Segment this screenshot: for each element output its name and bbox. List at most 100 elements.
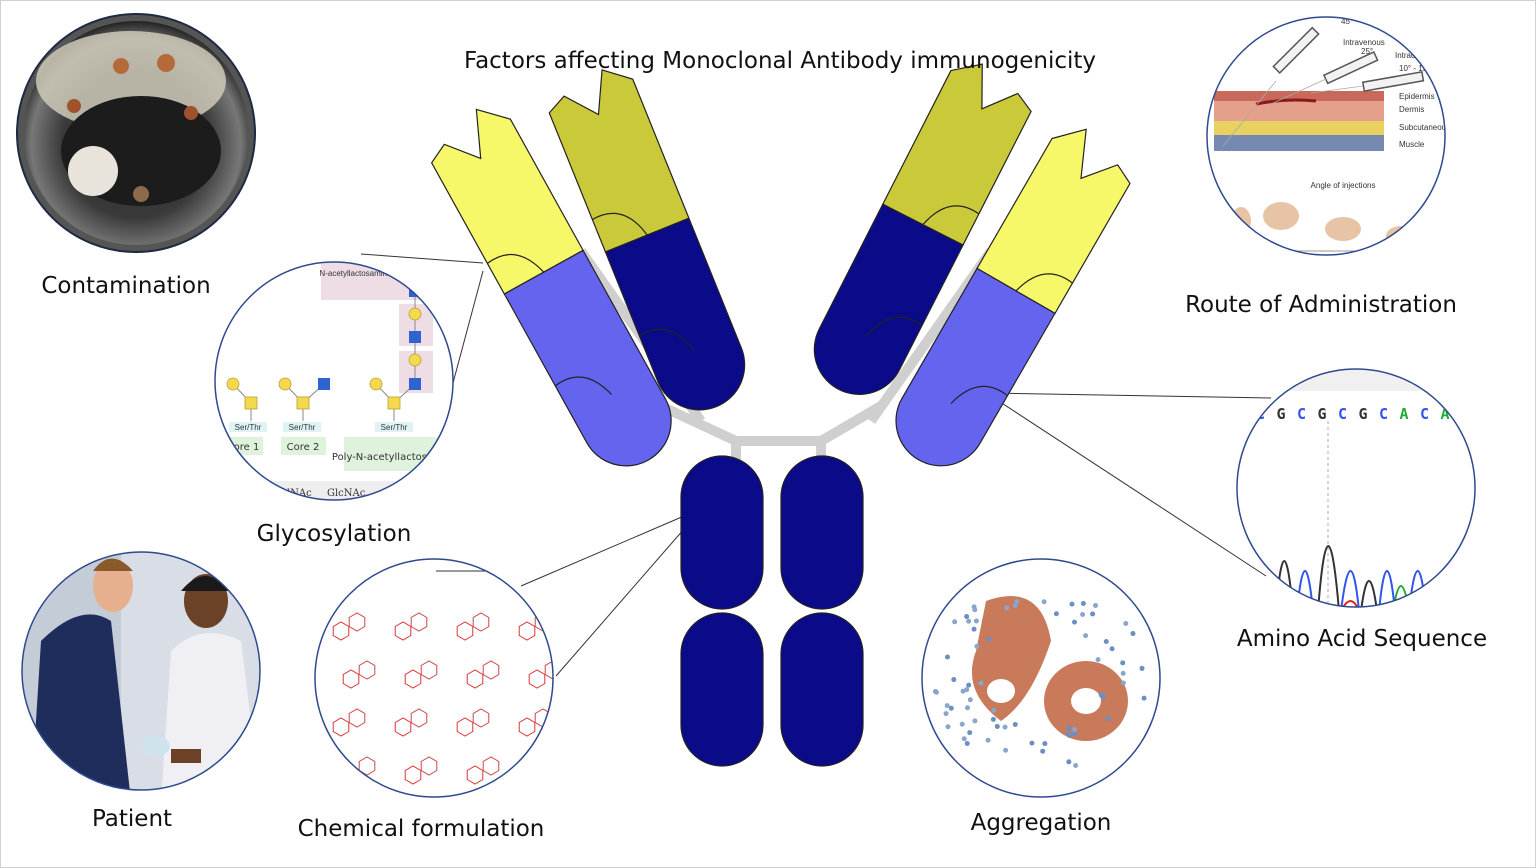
antibody-particle [1040,749,1045,754]
antibody-particle [991,717,996,722]
route-bottom-iv: Intravenous [1321,256,1363,265]
antibody-particle [1072,620,1077,625]
antibody-particle [1080,612,1085,617]
antibody-particle [1003,725,1008,730]
label-patient: Patient [92,806,172,832]
glyco-connector-top [361,254,483,263]
antibody-particle [952,619,957,624]
label-route: Route of Administration [1185,292,1457,318]
figure-title: Factors affecting Monoclonal Antibody im… [464,48,1096,74]
label-chemical: Chemical formulation [298,816,545,842]
glycosylation-image: N-acetyllactosamine unit Ser/Thr Ser/Thr… [213,258,458,503]
antibody-particle [1096,657,1101,662]
antibody-particle [986,738,991,743]
antibody-particle [961,689,966,694]
core1-label: Core 1 [227,442,260,453]
molecule-ring [529,766,545,784]
sequence-base: C [1379,405,1388,423]
route-image: Subcutaneous 45° Intravenous 25° Intrade… [1207,6,1474,265]
core2-label: Core 2 [287,442,320,453]
antibody-particle [967,730,972,735]
sequence-base: C [1297,405,1306,423]
label-glycosylation: Glycosylation [257,521,412,547]
antibody-particle [1121,671,1126,676]
antibody-particle [1072,731,1077,736]
amino-connector-bottom [991,396,1266,576]
antibody-particle [986,637,991,642]
antibody-particle [960,722,965,727]
sequence-base: C [1420,405,1429,423]
antibody-particle [1123,621,1128,626]
antibody-particle [1066,759,1071,764]
sequence-base: G [1277,405,1286,423]
antibody-particle [974,644,979,649]
aggregation-image [922,559,1160,797]
route-intravenous-label: Intravenous [1343,38,1385,47]
antibody-particle [949,706,954,711]
antibody-particle [1140,666,1145,671]
antibody-particle [972,718,977,723]
antibody-particle [1067,725,1072,730]
glyco-unit-label: N-acetyllactosamine unit [319,269,407,278]
route-subcutaneous-tissue: Subcutaneous tissue [1399,123,1474,132]
route-subcutaneous-label: Subcutaneous [1309,6,1360,15]
antibody-particle [964,614,969,619]
antibody-particle [1120,660,1125,665]
contamination-image [11,11,261,261]
antibody-particle [934,690,939,695]
antibody-particle [945,724,950,729]
antibody-particle [1110,646,1115,651]
chemical-image [315,559,561,797]
antibody-particle [965,705,970,710]
antibody-particle [966,683,971,688]
antibody-particle [965,741,970,746]
antibody-particle [1093,603,1098,608]
antibody-particle [1130,631,1135,636]
route-dermis: Dermis [1399,105,1424,114]
antibody-particle [1054,611,1059,616]
antibody-particle [1106,716,1111,721]
antibody-particle [978,681,983,686]
sequence-base: C [1338,405,1347,423]
sequence-base: A [1441,405,1450,423]
antibody-particle [1142,696,1147,701]
route-intradermal-label: Intradermal [1395,51,1436,60]
antibody-particle [1042,741,1047,746]
label-amino-acid: Amino Acid Sequence [1237,626,1487,652]
chem-connector-bottom [556,521,691,676]
antibody-particle [962,736,967,741]
route-angle-iv: 25° [1361,47,1373,56]
antibody-particle [974,618,979,623]
sequence-base: A [1400,405,1409,423]
ser-thr-label-1: Ser/Thr [235,423,262,432]
route-angle-caption: Angle of injections [1311,181,1376,190]
antibody-particle [1069,602,1074,607]
antibody-particle [1099,693,1104,698]
molecule-ring [545,757,561,775]
antibody-particle [1090,611,1095,616]
amino-connector-top [991,393,1271,398]
antibody-particle [1104,639,1109,644]
ser-thr-label-2: Ser/Thr [289,423,316,432]
antibody-particle [995,724,1000,729]
fc-region [681,456,863,766]
route-epidermis: Epidermis [1399,92,1435,101]
antibody-particle [944,711,949,716]
antibody-particle [1004,605,1009,610]
antibody-particle [1121,681,1126,686]
label-aggregation: Aggregation [971,810,1112,836]
antibody-particle [951,677,956,682]
antibody-particle [945,654,950,659]
antibody-particle [991,708,996,713]
antibody-particle [1014,599,1019,604]
antibody-particle [1083,633,1088,638]
sequence-base: G [1359,405,1368,423]
patient-image [21,551,261,841]
label-contamination: Contamination [41,273,210,299]
antibody-particle [1066,731,1071,736]
glyco-connector-bottom [453,271,483,383]
antibody-particle [968,697,973,702]
amino-acid-image: CGCGCGCACAC [1237,369,1477,611]
